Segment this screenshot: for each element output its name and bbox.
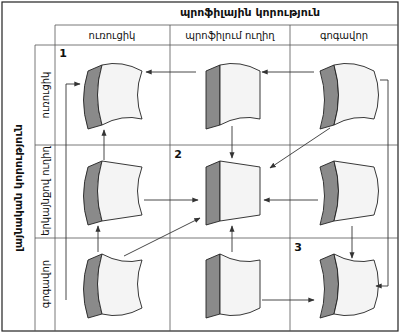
- blade-shape: [84, 161, 143, 225]
- blade-face: [220, 63, 260, 125]
- blade-face: [220, 161, 260, 221]
- blade-side: [206, 161, 220, 225]
- callout-number: 2: [174, 149, 182, 161]
- arrow: [104, 130, 105, 160]
- arrow: [124, 218, 200, 256]
- arrow: [144, 200, 198, 201]
- arrow: [66, 84, 80, 300]
- arrow: [98, 226, 99, 252]
- blade-face: [334, 254, 379, 316]
- blade-shapes: [84, 63, 379, 318]
- arrow: [352, 226, 353, 258]
- callout-number: 1: [59, 48, 67, 60]
- arrow: [264, 200, 318, 201]
- arrow: [376, 80, 388, 286]
- column-header: ուռուցիկ: [89, 30, 136, 41]
- blade-face: [98, 161, 143, 221]
- arrow: [146, 72, 196, 73]
- blade-shape: [206, 63, 260, 129]
- column-header: պրոֆիլում ուղիղ: [185, 30, 274, 41]
- blade-face: [98, 254, 143, 316]
- blade-shape: [206, 254, 260, 318]
- blade-shape: [320, 254, 379, 318]
- grid-lines: [35, 25, 398, 331]
- callout-number: 3: [294, 242, 302, 254]
- axis-title: լայնական կորություն: [13, 124, 25, 251]
- axis-title: պրոֆիլային կորություն: [180, 7, 320, 19]
- blade-shape: [206, 161, 260, 225]
- outer-frame: [2, 2, 398, 331]
- arrow: [270, 128, 330, 168]
- arrow: [262, 72, 314, 73]
- row-header: երկայնքով ուղիղ: [40, 146, 51, 236]
- blade-face: [220, 254, 260, 316]
- column-header: գոգավոր: [320, 30, 368, 41]
- arrow: [232, 226, 233, 252]
- row-header: գոգավոր: [40, 260, 51, 308]
- blade-shape: [84, 63, 143, 129]
- blade-shape: [84, 254, 143, 318]
- blade-side: [206, 65, 220, 129]
- arrow: [262, 300, 314, 301]
- blade-shape: [320, 63, 379, 129]
- blade-shape: [320, 161, 379, 225]
- blade-face: [334, 161, 379, 221]
- arrow: [232, 126, 233, 158]
- blade-face: [98, 63, 143, 125]
- row-header: ուռուցիկ: [40, 72, 51, 119]
- blade-side: [206, 254, 220, 318]
- arrows: [66, 72, 388, 300]
- blade-face: [334, 63, 379, 125]
